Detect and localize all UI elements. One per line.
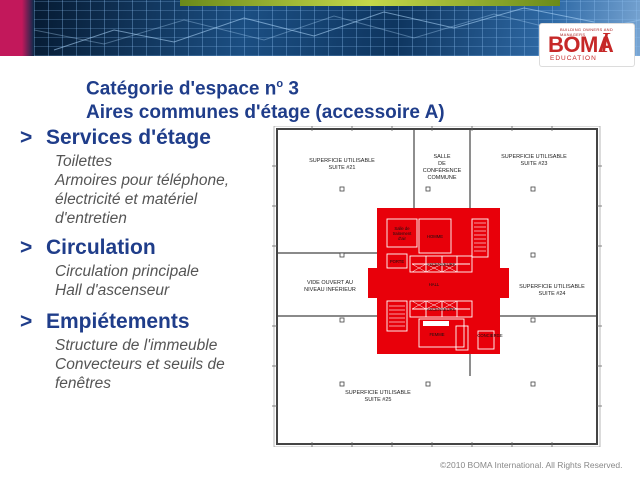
list-item: Toilettes <box>55 153 113 170</box>
list-item: d'entretien <box>55 210 127 227</box>
label-porte: PORTE <box>390 259 405 264</box>
label-ascenseurs-bottom: ASCENSEURS <box>427 307 456 312</box>
list-item: Circulation principale <box>55 263 199 280</box>
section-items-services: Toilettes Armoires pour téléphone, élect… <box>55 152 229 228</box>
bullet-chevron: > <box>20 310 33 333</box>
label-salle-line2: DE <box>438 161 446 167</box>
label-homme: HOMME <box>427 234 443 239</box>
label-conciergerie: CONCIERGE <box>477 333 503 338</box>
section-heading-text: Circulation <box>46 236 156 259</box>
section-heading-empietements: > Empiétements <box>20 310 190 334</box>
plan-core-walls <box>386 218 495 351</box>
label-traitement-line3: d'air <box>398 236 406 241</box>
plan-suite-walls <box>277 129 597 376</box>
section-heading-services: > Services d'étage <box>20 126 211 150</box>
title-line-2: Aires communes d'étage (accessoire A) <box>86 102 445 124</box>
plan-elevator-sill <box>423 321 449 326</box>
plan-elevator-shafts <box>411 263 458 310</box>
list-item: électricité et matériel <box>55 191 198 208</box>
label-suite23-line2: SUITE #23 <box>521 161 548 167</box>
section-heading-text: Empiétements <box>46 310 190 333</box>
logo-subtitle: EDUCATION <box>550 55 597 62</box>
label-hall: HALL <box>429 282 440 287</box>
banner-green-stripe <box>180 0 560 6</box>
section-items-circulation: Circulation principale Hall d'ascenseur <box>55 262 199 300</box>
title-line-1-prefix: Catégorie d'espace n <box>86 78 277 100</box>
bullet-chevron: > <box>20 236 33 259</box>
label-traitement-line1: Salle de <box>394 226 410 231</box>
label-traitement-line2: traitement <box>393 231 412 236</box>
list-item: fenêtres <box>55 375 112 392</box>
section-heading-text: Services d'étage <box>46 126 211 149</box>
slide-title: Catégorie d'espace no 3 Aires communes d… <box>86 72 445 125</box>
title-line-1-suffix: 3 <box>283 78 299 100</box>
section-items-empietements: Structure de l'immeuble Convecteurs et s… <box>55 336 225 393</box>
label-salle-line3: CONFÉRENCE <box>423 167 462 174</box>
logo-tagline: BUILDING OWNERS AND MANAGERS <box>560 27 614 37</box>
list-item: Structure de l'immeuble <box>55 337 218 354</box>
logo-brand: BOMA <box>548 32 614 57</box>
list-item: Armoires pour téléphone, <box>55 172 230 189</box>
label-suite24-line2: SUITE #24 <box>539 291 566 297</box>
floor-plan: SUPERFICIE UTILISABLE SUITE #21 SALLE DE… <box>272 126 602 447</box>
label-vide-line2: NIVEAU INFÉRIEUR <box>304 286 356 293</box>
logo-suffix: I <box>600 28 610 59</box>
label-suite25-line2: SUITE #25 <box>365 397 392 403</box>
title-line-1-sup: o <box>276 78 284 90</box>
label-suite21-line1: SUPERFICIE UTILISABLE <box>309 158 375 164</box>
copyright-notice: ©2010 BOMA International. All Rights Res… <box>440 460 623 470</box>
plan-common-area-highlight <box>368 208 509 354</box>
list-item: Convecteurs et seuils de <box>55 356 225 373</box>
plan-columns <box>339 186 536 387</box>
list-item: Hall d'ascenseur <box>55 282 170 299</box>
plan-border-ticks <box>272 126 602 447</box>
plan-outer-line <box>273 126 601 447</box>
plan-stairs <box>389 222 486 327</box>
label-suite21-line2: SUITE #21 <box>329 165 356 171</box>
section-heading-circulation: > Circulation <box>20 236 156 260</box>
label-ascenseurs-top: ASCENSEURS <box>427 262 456 267</box>
label-salle-line1: SALLE <box>433 154 450 160</box>
label-suite24-line1: SUPERFICIE UTILISABLE <box>519 284 585 290</box>
label-suite25-line1: SUPERFICIE UTILISABLE <box>345 390 411 396</box>
label-vide-line1: VIDE OUVERT AU <box>307 280 353 286</box>
label-femme: FEMME <box>429 332 444 337</box>
header-banner <box>0 0 640 56</box>
banner-accent-stripe <box>0 0 34 56</box>
bullet-chevron: > <box>20 126 33 149</box>
label-salle-line4: COMMUNE <box>427 175 456 181</box>
label-suite23-line1: SUPERFICIE UTILISABLE <box>501 154 567 160</box>
title-line-1: Catégorie d'espace no 3 <box>86 72 445 101</box>
boma-education-logo: BUILDING OWNERS AND MANAGERS BOMA I EDUC… <box>540 24 634 66</box>
